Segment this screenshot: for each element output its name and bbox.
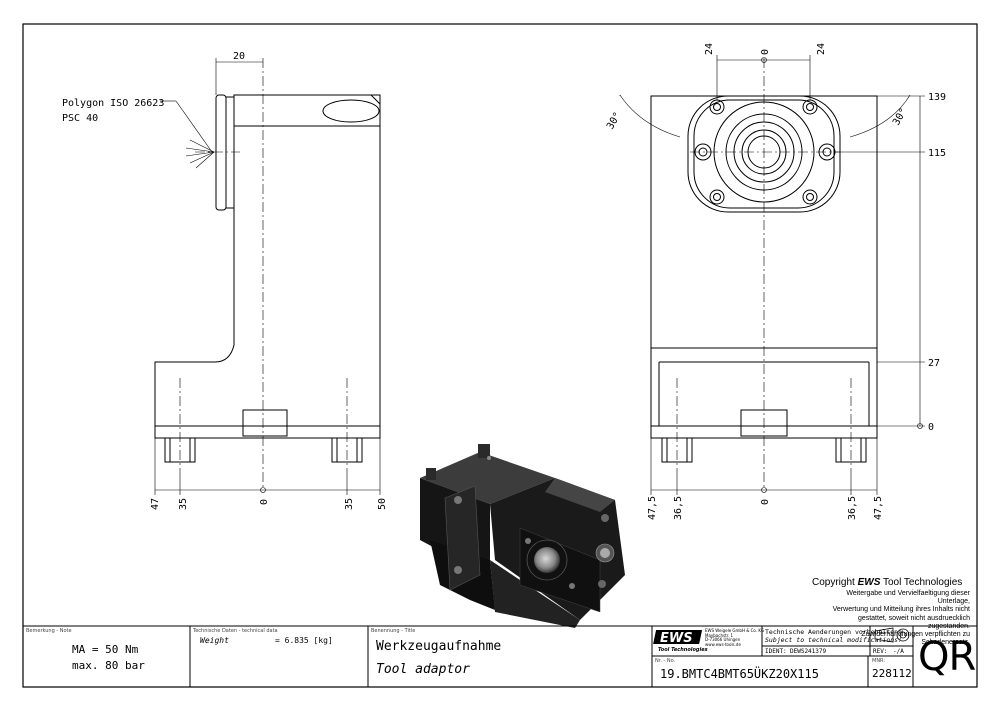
svg-text:EWS: EWS [660,631,693,646]
dim-left-35a: 35 [178,498,189,510]
title-label: Benennung - Title [371,628,416,634]
copyright-title: Copyright EWS Tool Technologies [812,577,963,588]
dim-right-ang-r: 30° [891,106,910,127]
dim-right-top-l: 24 [704,43,715,55]
part-number: 19.BMTC4BMT65ÜKZ20X115 [660,667,819,681]
dim-left-20: 20 [233,51,245,62]
projection-symbol [874,627,910,643]
ews-logo: EWS Tool Technologies [653,630,708,653]
qr-mark: QR [918,634,976,680]
isometric-render [420,444,625,628]
dim-right-475a: 47,5 [647,496,658,520]
callout-line1: Polygon ISO 26623 [62,98,164,109]
ident-value: DEWS241379 [790,648,827,655]
title-english: Tool adaptor [376,662,470,677]
dim-left-35b: 35 [344,498,355,510]
rev-label: REV: [873,648,888,655]
dim-right-365a: 36,5 [673,496,684,520]
tech-data-label: Technische Daten - technical data [193,628,278,634]
remark-label: Bemerkung - Note [26,628,72,634]
remark-pressure: max. 80 bar [72,659,145,672]
dim-right-0b: 0 [760,499,771,505]
title-german: Werkzeugaufnahme [376,639,502,654]
notice-english: Subject to technical modifications! [765,636,902,644]
dim-right-139: 139 [928,92,946,103]
copyright-notice: Weitergabe und Vervielfaeltigung dieser … [832,590,970,647]
dim-right-27: 27 [928,358,940,369]
dim-left-0: 0 [259,499,270,505]
side-view [154,94,381,463]
dim-right-ang-l: 30° [605,110,624,131]
dim-right-0: 0 [928,422,934,433]
dim-left-47: 47 [150,498,161,510]
callout-line2: PSC 40 [62,113,98,124]
weight-label: Weight [200,636,229,645]
remark-torque: MA = 50 Nm [72,643,139,656]
mnr-value: 228112 [872,667,912,680]
sheet-border [22,23,978,688]
svg-text:Tool Technologies: Tool Technologies [658,647,708,653]
dim-right-365b: 36,5 [847,496,858,520]
rev-value: -/A [893,648,904,655]
dim-right-top-r: 24 [816,43,827,55]
dim-right-top-c: 0 [760,49,771,55]
title-block-frame [23,625,977,687]
dim-left-50: 50 [377,498,388,510]
dim-right-475b: 47,5 [873,496,884,520]
weight-value: = 6.835 [kg] [275,636,333,645]
number-label: Nr. - No. [655,658,676,664]
ident-label: IDENT: [765,648,787,655]
company-address: EWS Weigele GmbH & Co. KG Maybachstr. 1 … [705,628,765,647]
mnr-label: MNR: [872,658,886,664]
dim-right-115: 115 [928,148,946,159]
notice-german: Technische Aenderungen vorbehalten! [765,628,902,636]
